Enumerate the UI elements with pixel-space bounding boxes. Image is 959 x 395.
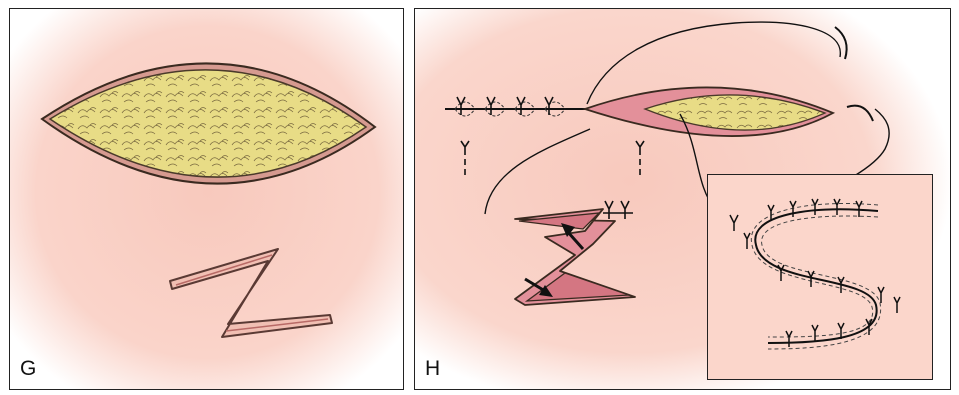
panel-label-h: H (425, 357, 440, 381)
panel-g: G (9, 8, 404, 390)
panel-label-g: G (20, 357, 36, 381)
suture-closure-inset (707, 174, 933, 380)
panel-g-illustration (10, 9, 404, 390)
panel-h: H (414, 8, 951, 390)
s-closure-line (755, 209, 878, 343)
inset-illustration (708, 175, 932, 379)
